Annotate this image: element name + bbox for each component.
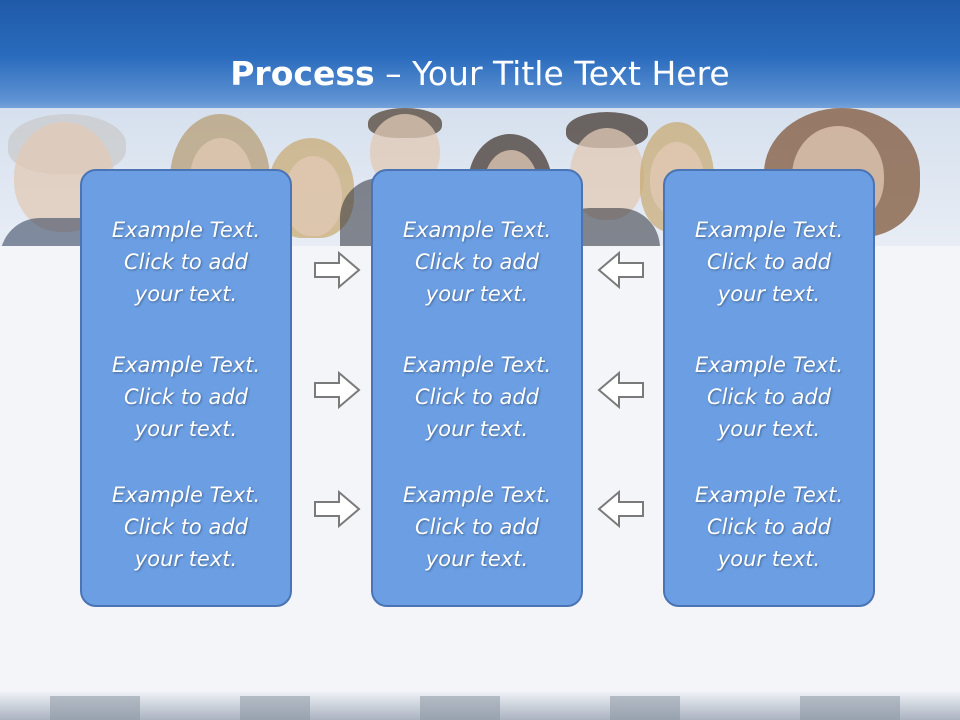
panel-right[interactable]: Example Text. Click to add your text. Ex… bbox=[663, 169, 875, 607]
arrow-right-icon bbox=[314, 250, 361, 290]
arrow-right-icon bbox=[314, 489, 361, 529]
panel-middle-text-2[interactable]: Example Text. Click to add your text. bbox=[402, 353, 552, 441]
slide-title[interactable]: Process – Your Title Text Here bbox=[0, 52, 960, 96]
title-bold: Process bbox=[230, 54, 375, 93]
arrow-left-icon bbox=[597, 250, 644, 290]
panel-right-text-2[interactable]: Example Text. Click to add your text. bbox=[694, 353, 844, 441]
arrow-left-icon bbox=[597, 370, 644, 410]
panel-middle-text-3[interactable]: Example Text. Click to add your text. bbox=[402, 483, 552, 571]
panel-middle-text-1[interactable]: Example Text. Click to add your text. bbox=[402, 218, 552, 306]
panel-left-text-1[interactable]: Example Text. Click to add your text. bbox=[111, 218, 261, 306]
background-photo-bottom bbox=[0, 692, 960, 720]
panel-right-text-1[interactable]: Example Text. Click to add your text. bbox=[694, 218, 844, 306]
arrow-right-icon bbox=[314, 370, 361, 410]
title-rest: – Your Title Text Here bbox=[374, 54, 730, 93]
panel-left[interactable]: Example Text. Click to add your text. Ex… bbox=[80, 169, 292, 607]
panel-left-text-3[interactable]: Example Text. Click to add your text. bbox=[111, 483, 261, 571]
arrow-left-icon bbox=[597, 489, 644, 529]
panel-middle[interactable]: Example Text. Click to add your text. Ex… bbox=[371, 169, 583, 607]
panel-left-text-2[interactable]: Example Text. Click to add your text. bbox=[111, 353, 261, 441]
panel-right-text-3[interactable]: Example Text. Click to add your text. bbox=[694, 483, 844, 571]
